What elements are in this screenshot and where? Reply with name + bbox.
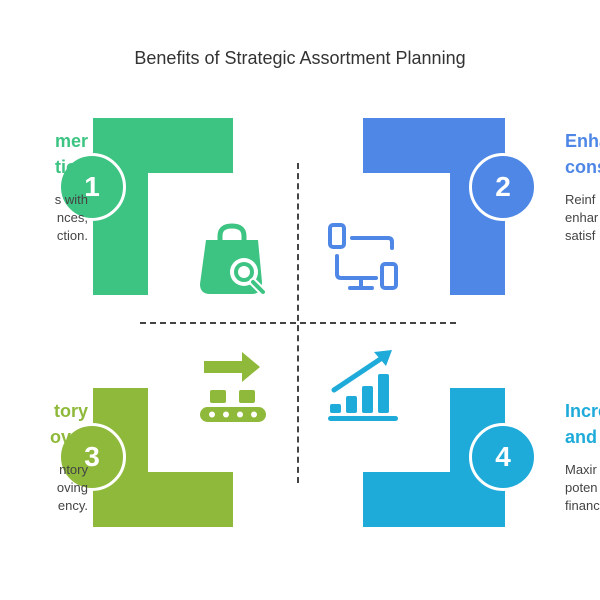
page-title: Benefits of Strategic Assortment Plannin…: [134, 48, 466, 68]
devices-icon: [328, 223, 398, 290]
desc-line: financ: [565, 498, 600, 513]
conveyor-arrow-icon: [200, 352, 266, 422]
number-badge: 1: [58, 153, 126, 221]
heading-line: and: [565, 427, 598, 447]
l-shape-bottom: [93, 472, 233, 527]
desc-line: ntory: [59, 462, 88, 477]
desc-line: ency.: [57, 498, 88, 513]
desc-line: oving: [56, 480, 88, 495]
desc-line: satisf: [565, 228, 596, 243]
heading-line: mer: [54, 131, 88, 151]
desc-line: Reinf: [565, 192, 596, 207]
number-badge: 3: [58, 423, 126, 491]
desc-line: poten: [565, 480, 598, 495]
desc-line: ction.: [56, 228, 88, 243]
heading-line: over: [49, 427, 88, 447]
number-badge: 2: [469, 153, 537, 221]
growth-chart-icon: [328, 350, 398, 421]
desc-line: enhar: [565, 210, 599, 225]
heading-line: Incre: [565, 401, 600, 421]
shopping-bag-search-icon: [200, 223, 268, 297]
heading-line: tion: [55, 157, 88, 177]
desc-line: Maxir: [565, 462, 597, 477]
heading-line: Enha: [565, 131, 600, 151]
desc-line: s with: [54, 192, 88, 207]
heading-line: tory: [53, 401, 88, 421]
horizontal-divider: [140, 322, 456, 324]
number-badge: 4: [469, 423, 537, 491]
heading-line: cons: [565, 157, 600, 177]
desc-line: nces,: [56, 210, 88, 225]
